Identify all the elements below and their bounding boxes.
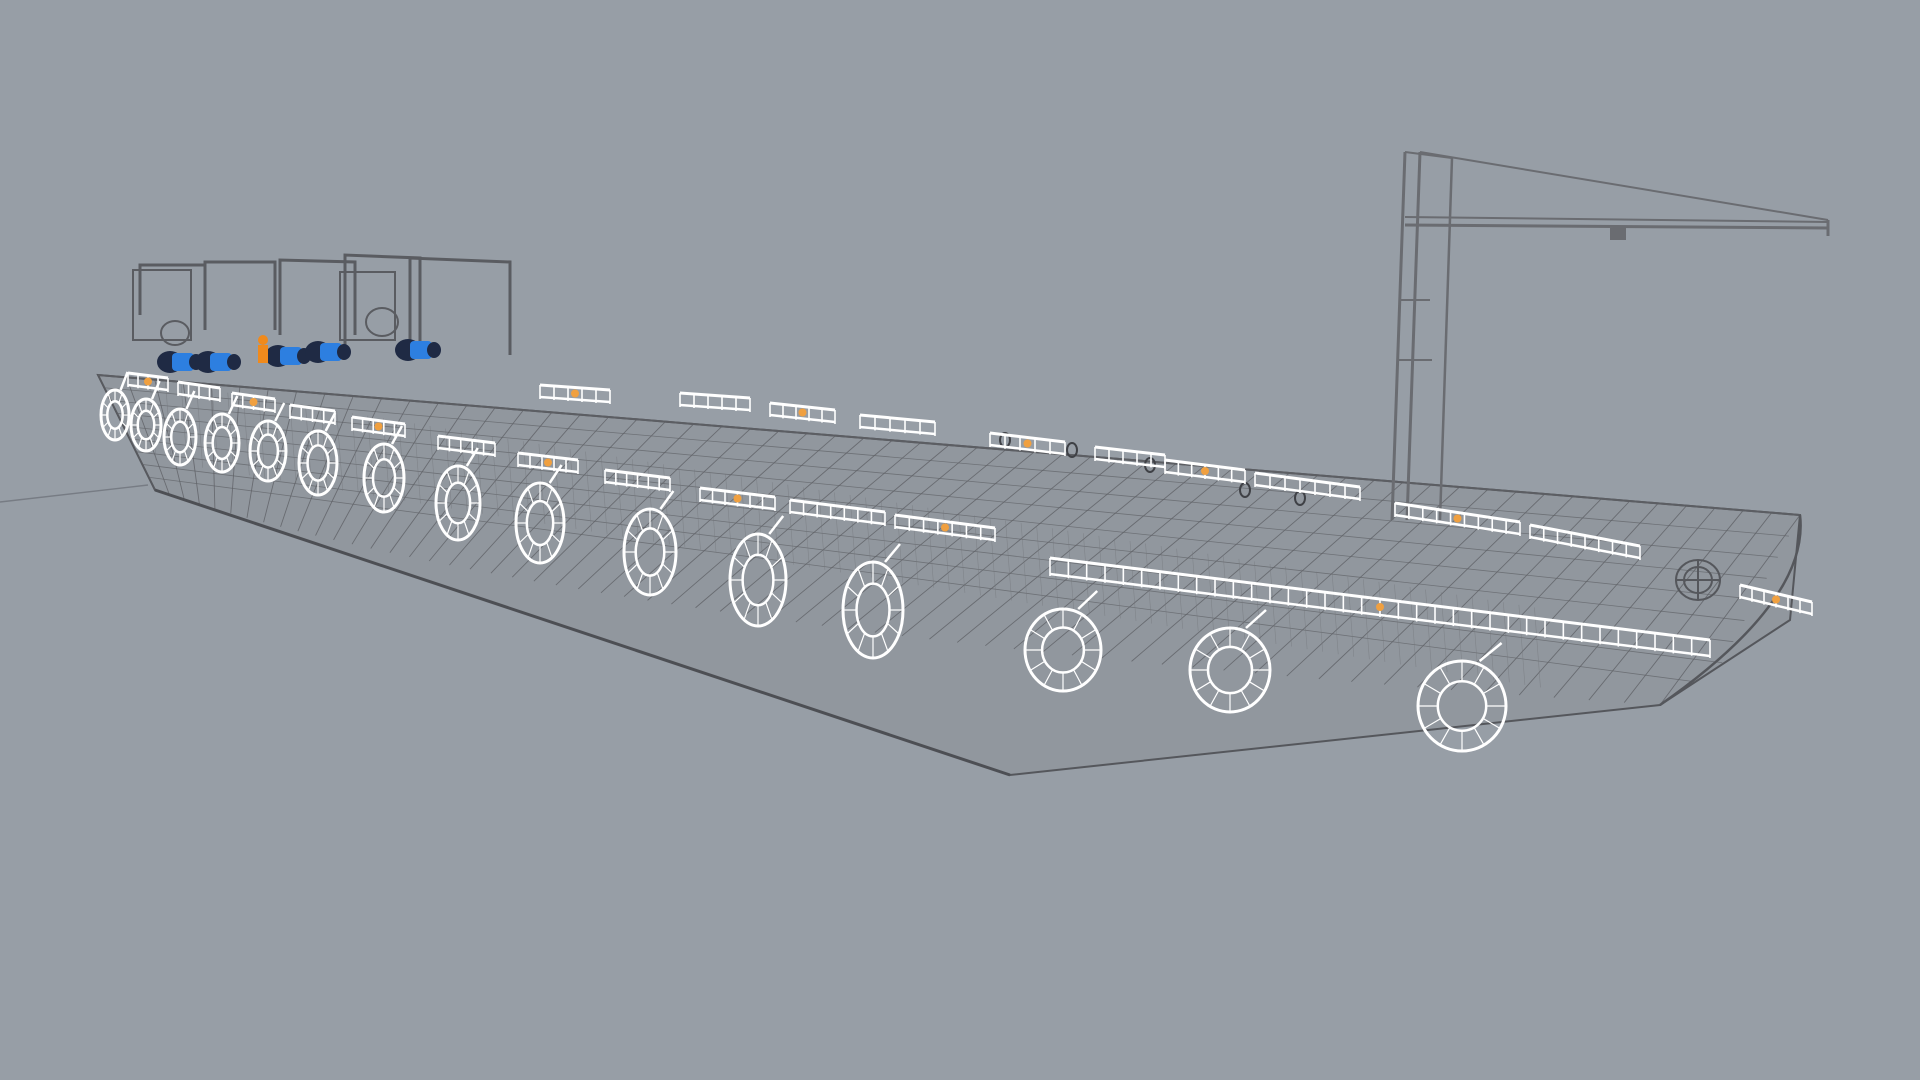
tire-fender-11[interactable] xyxy=(728,515,788,628)
tire-fender-2[interactable] xyxy=(129,380,163,453)
railing-section[interactable] xyxy=(517,451,579,474)
tire-fenders[interactable] xyxy=(99,371,1508,753)
motor-unit-2[interactable] xyxy=(195,351,241,373)
tire-fender-1[interactable] xyxy=(99,371,131,442)
motor-unit-4[interactable] xyxy=(305,341,351,363)
tire-fender-9[interactable] xyxy=(514,464,566,565)
tire-fender-7[interactable] xyxy=(362,425,406,514)
railing-section[interactable] xyxy=(539,383,611,404)
deck-equipment[interactable] xyxy=(132,253,512,373)
railing-section[interactable] xyxy=(437,434,496,457)
tire-fender-5[interactable] xyxy=(248,402,288,483)
tire-fender-4[interactable] xyxy=(203,395,241,474)
barge-hull[interactable] xyxy=(96,373,1802,777)
railing-section[interactable] xyxy=(679,391,751,412)
railing-section[interactable] xyxy=(231,391,276,413)
motor-unit-3[interactable] xyxy=(265,345,311,367)
tire-fender-13[interactable] xyxy=(1023,590,1103,693)
railing-section[interactable] xyxy=(989,431,1066,456)
deck-railings[interactable] xyxy=(127,371,1813,658)
pipe-frames xyxy=(132,253,512,355)
tire-fender-10[interactable] xyxy=(622,490,678,597)
railing-section[interactable] xyxy=(894,513,996,542)
crew-figure xyxy=(258,335,268,363)
tire-fender-12[interactable] xyxy=(841,543,905,660)
railing-section[interactable] xyxy=(859,413,936,436)
railing-section[interactable] xyxy=(1094,445,1166,469)
railing-section[interactable] xyxy=(789,498,886,526)
tire-fender-8[interactable] xyxy=(434,447,482,542)
tire-fender-14[interactable] xyxy=(1188,609,1272,714)
railing-section[interactable] xyxy=(604,468,671,492)
world-axis-line xyxy=(0,484,149,503)
jib-crane[interactable] xyxy=(1390,151,1830,521)
motor-units[interactable] xyxy=(157,339,441,373)
hull-keel-line xyxy=(154,488,1011,777)
railing-section[interactable] xyxy=(1049,556,1711,658)
railing-section[interactable] xyxy=(1164,458,1246,484)
mooring-reel xyxy=(1675,559,1721,601)
hull-outline xyxy=(96,373,1802,777)
railing-section[interactable] xyxy=(289,403,336,425)
railing-section[interactable] xyxy=(177,380,221,402)
hull-deck-edge xyxy=(97,374,1801,516)
motor-unit-5[interactable] xyxy=(395,339,441,361)
railing-section[interactable] xyxy=(769,401,836,424)
tire-fender-6[interactable] xyxy=(297,412,339,497)
tire-fender-3[interactable] xyxy=(162,390,198,467)
railing-section[interactable] xyxy=(1254,471,1361,501)
railing-section[interactable] xyxy=(1529,523,1641,560)
railing-section[interactable] xyxy=(1739,583,1813,616)
railing-section[interactable] xyxy=(699,486,776,511)
railing-section[interactable] xyxy=(1394,501,1521,536)
tire-fender-15[interactable] xyxy=(1416,642,1508,753)
